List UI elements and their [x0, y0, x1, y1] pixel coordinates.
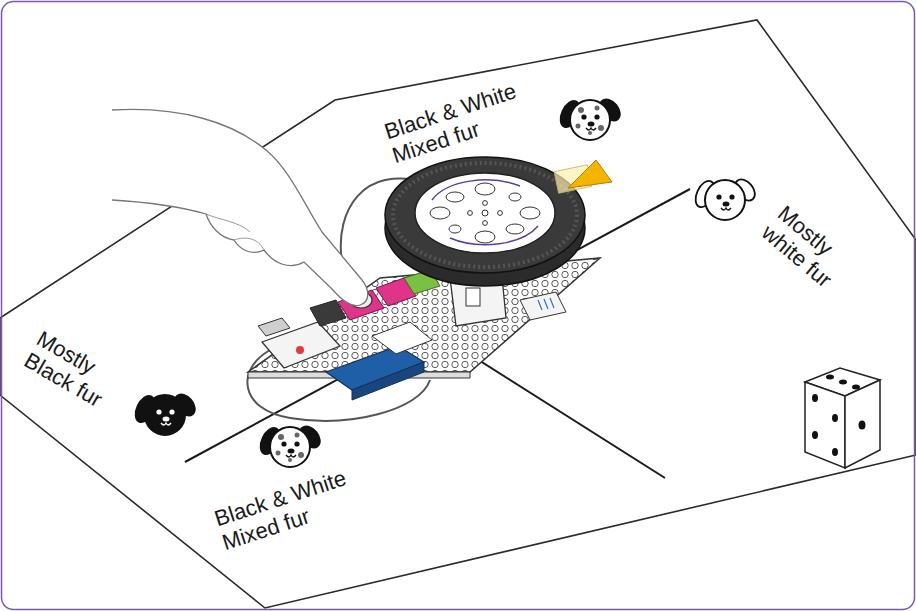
dog-icon-part [161, 423, 171, 425]
power-module [258, 300, 346, 368]
hand [112, 109, 368, 305]
dog-icon-part [145, 395, 185, 435]
hand-part [112, 109, 368, 305]
dog-icon-part [288, 458, 292, 462]
dog-icon-part [586, 128, 596, 130]
power-module-part [258, 318, 290, 336]
die-part [805, 382, 845, 468]
spinner-wheel-part [432, 180, 520, 200]
dog-icon-part [594, 114, 599, 119]
spinner-wheel-part [509, 193, 521, 201]
dog-icon-part [281, 441, 286, 446]
dog-icon-part [729, 194, 734, 199]
die-part [826, 375, 834, 380]
dog-icon-part [588, 122, 595, 127]
die-part [812, 394, 818, 402]
dog-icon-part [163, 417, 170, 422]
spinner-wheel-part [483, 201, 488, 206]
dog-icon [692, 176, 759, 220]
dog-icon-part [578, 107, 584, 113]
dog-icon-part [716, 194, 721, 199]
die-part [852, 385, 860, 390]
dog-icon [132, 391, 199, 435]
spinner-wheel-part [520, 207, 540, 219]
dog-icon-part [598, 125, 604, 131]
spinner-wheel-part [430, 207, 450, 219]
dog-icon-part [278, 434, 284, 440]
play-mat [0, 20, 916, 608]
dog-icon-part [723, 202, 730, 207]
perf-board [248, 258, 600, 378]
servo-mount-part [466, 288, 480, 306]
spinner-wheel [385, 157, 612, 286]
spinner-wheel-part [475, 183, 495, 195]
hand-part [206, 214, 264, 250]
spinner-wheel-part [393, 163, 577, 267]
perf-board-part [248, 258, 600, 372]
spinner-wheel-part [482, 210, 488, 216]
dog-icon-part [169, 409, 174, 414]
dog-icon-part [270, 427, 310, 467]
dog-icon [257, 423, 324, 467]
spinner-wheel-part [568, 160, 612, 188]
dog-icon-part [576, 124, 581, 129]
servo-mount-part [538, 298, 554, 310]
die-part [839, 380, 847, 385]
dog-icon-part [721, 208, 731, 210]
spinner-wheel-part [506, 224, 524, 234]
die-part [832, 414, 838, 422]
play-mat-part [0, 20, 916, 608]
dog-icon-part [570, 100, 610, 140]
die-part [812, 431, 818, 439]
dog-icon [557, 96, 624, 140]
dog-icon-part [298, 452, 304, 458]
die-part [859, 421, 866, 430]
die-part [832, 448, 838, 456]
dog-icon-part [295, 433, 300, 438]
battery-block [326, 322, 432, 400]
dog-icon-part [294, 441, 299, 446]
spinner-wheel-part [483, 221, 488, 226]
dog-icon-part [276, 451, 281, 456]
spinner-wheel-part [415, 173, 555, 253]
power-module-part [296, 346, 304, 354]
spinner-wheel-part [449, 225, 461, 233]
battery-block-part [352, 362, 424, 400]
dog-icon-part [286, 455, 296, 457]
spinner-wheel-part [468, 211, 473, 216]
die [805, 368, 880, 468]
dog-icon-part [581, 114, 586, 119]
spinner-wheel-part [498, 211, 503, 216]
battery-block-part [372, 322, 432, 354]
dog-icon-part [705, 180, 745, 220]
dog-icon-part [288, 449, 295, 454]
spinner-wheel-part [446, 192, 464, 202]
die-part [845, 380, 880, 468]
servo-mount-part [520, 292, 566, 320]
dog-icon-part [588, 131, 592, 135]
dog-icon-part [595, 106, 600, 111]
spinner-wheel-part [450, 226, 538, 245]
spinner-wheel-part [475, 231, 495, 243]
dog-icon-part [156, 409, 161, 414]
